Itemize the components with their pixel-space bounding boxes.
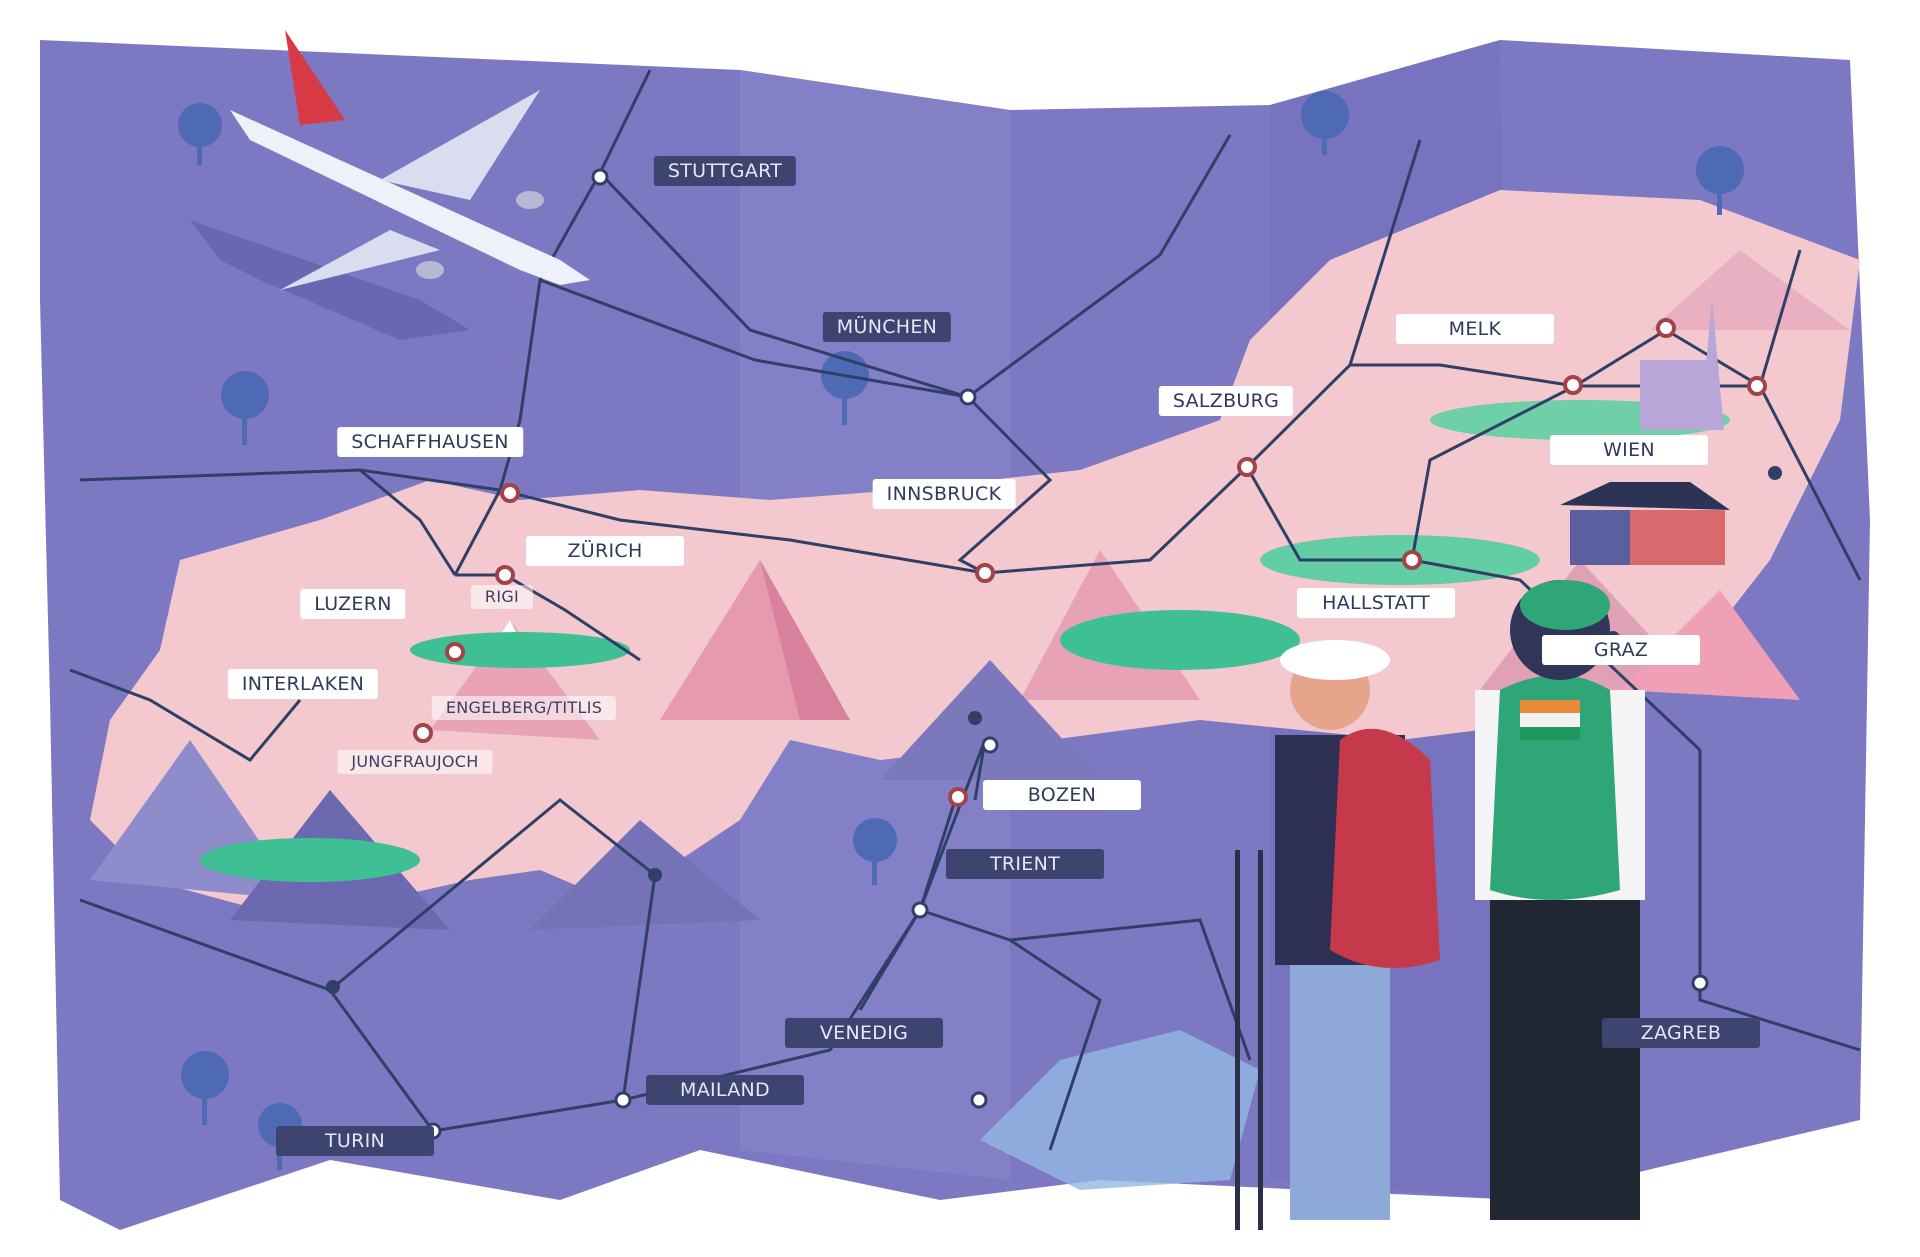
city-label-salzburg: SALZBURG <box>1158 386 1294 416</box>
city-label-muenchen: MÜNCHEN <box>822 312 952 342</box>
city-label-zuerich: ZÜRICH <box>526 536 684 566</box>
city-label-hallstatt: HALLSTATT <box>1297 588 1455 618</box>
mountain-hut <box>1560 482 1730 565</box>
hiker-chinese <box>1235 640 1440 1230</box>
city-label-innsbruck: INNSBRUCK <box>872 479 1016 509</box>
airplane <box>190 30 590 340</box>
city-label-graz: GRAZ <box>1542 635 1700 665</box>
city-label-trient: TRIENT <box>946 849 1104 879</box>
city-label-melk: MELK <box>1396 314 1554 344</box>
hiker-indian <box>1475 580 1645 1220</box>
city-label-interlaken: INTERLAKEN <box>227 669 379 699</box>
city-label-jungfraujoch: JUNGFRAUJOCH <box>337 750 493 774</box>
cathedral <box>1640 300 1724 430</box>
city-label-luzern: LUZERN <box>300 589 406 619</box>
city-label-engelberg-titlis: ENGELBERG/TITLIS <box>431 696 617 720</box>
city-label-schaffhausen: SCHAFFHAUSEN <box>337 427 523 457</box>
city-label-turin: TURIN <box>276 1126 434 1156</box>
city-label-bozen: BOZEN <box>983 780 1141 810</box>
city-label-zagreb: ZAGREB <box>1602 1018 1760 1048</box>
valleys <box>200 400 1730 882</box>
city-label-venedig: VENEDIG <box>785 1018 943 1048</box>
city-label-wien: WIEN <box>1550 435 1708 465</box>
city-label-mailand: MAILAND <box>646 1075 804 1105</box>
city-label-stuttgart: STUTTGART <box>653 156 797 186</box>
city-label-rigi: RIGI <box>470 585 534 609</box>
